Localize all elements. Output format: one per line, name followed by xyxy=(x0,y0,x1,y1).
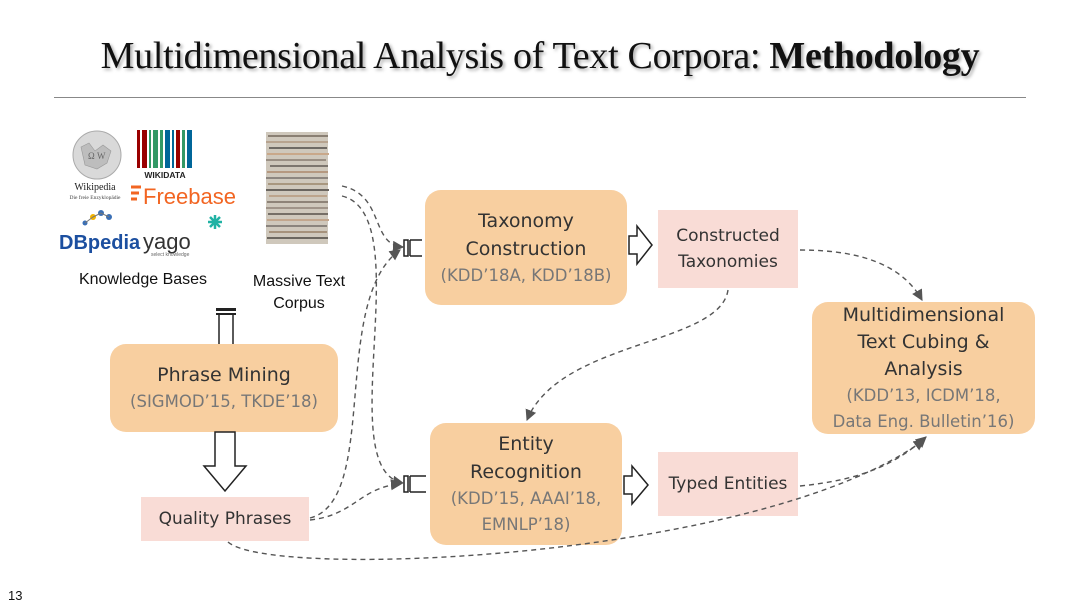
quality-phrases-box: Quality Phrases xyxy=(141,497,309,541)
slide-title: Multidimensional Analysis of Text Corpor… xyxy=(0,34,1080,78)
entity-label-line1: Entity xyxy=(498,433,554,455)
text-cubing-box: Multidimensional Text Cubing & Analysis … xyxy=(812,302,1035,434)
constructed-taxonomies-line1: Constructed xyxy=(676,226,780,246)
entity-citation-line1: (KDD’15, AAAI’18, xyxy=(450,489,602,508)
cubing-citation-line1: (KDD’13, ICDM’18, xyxy=(846,385,1001,405)
phrase-mining-box: Phrase Mining (SIGMOD’15, TKDE’18) xyxy=(110,344,338,432)
cubing-label-line3: Analysis xyxy=(884,357,963,380)
svg-text:Ω W: Ω W xyxy=(88,151,106,161)
entity-input-bracket xyxy=(403,475,426,493)
cubing-citation-line2: Data Eng. Bulletin’16) xyxy=(832,411,1015,431)
quality-phrases-label: Quality Phrases xyxy=(158,509,292,529)
typed-entities-label: Typed Entities xyxy=(668,474,788,494)
quality-to-entity-arrow xyxy=(309,479,403,521)
svg-text:DBpedia: DBpedia xyxy=(59,232,141,254)
title-regular: Multidimensional Analysis of Text Corpor… xyxy=(100,35,770,77)
taxonomy-label-line2: Construction xyxy=(465,237,587,260)
svg-text:Wikipedia: Wikipedia xyxy=(74,182,116,193)
page-number: 13 xyxy=(8,588,23,603)
title-divider xyxy=(54,97,1026,98)
massive-text-corpus-caption: Massive Text Corpus xyxy=(252,273,346,312)
freebase-logo-icon: Freebase xyxy=(131,184,236,209)
knowledge-bases-logos: Ω W Wikipedia Die freie Enzyklopädie WIK… xyxy=(59,130,236,258)
taxonomy-citation: (KDD’18A, KDD’18B) xyxy=(440,265,612,285)
taxonomy-construction-box: Taxonomy Construction (KDD’18A, KDD’18B) xyxy=(425,190,627,305)
taxonomies-to-entity-arrow xyxy=(525,289,729,422)
svg-text:WIKIDATA: WIKIDATA xyxy=(144,170,185,180)
svg-text:yago: yago xyxy=(143,229,191,254)
kb-to-phrase-mining-connector xyxy=(216,308,236,344)
title-bold: Methodology xyxy=(769,35,980,77)
wikipedia-logo-icon: Ω W Wikipedia Die freie Enzyklopädie xyxy=(69,130,122,201)
cubing-label-line1: Multidimensional xyxy=(842,303,1005,326)
constructed-taxonomies-box: Constructed Taxonomies xyxy=(658,210,798,288)
constructed-taxonomies-line2: Taxonomies xyxy=(678,252,778,272)
phrase-mining-to-quality-arrow xyxy=(202,431,248,493)
dbpedia-logo-icon: DBpedia xyxy=(59,210,141,254)
taxonomies-to-cubing-arrow xyxy=(799,249,923,301)
entity-citation-line2: EMNLP’18) xyxy=(481,515,571,534)
corpus-to-taxonomy-arrow xyxy=(341,185,405,252)
entity-label-line2: Recognition xyxy=(470,461,582,483)
svg-text:Die freie Enzyklopädie: Die freie Enzyklopädie xyxy=(69,194,121,201)
svg-text:Freebase: Freebase xyxy=(143,184,236,209)
typed-entities-to-cubing-arrow xyxy=(799,436,927,487)
wikidata-logo-icon: WIKIDATA xyxy=(137,130,192,180)
knowledge-bases-caption: Knowledge Bases xyxy=(78,271,208,288)
cubing-label-line2: Text Cubing & xyxy=(857,330,990,353)
corpus-to-entity-arrow xyxy=(341,195,405,487)
yago-logo-icon: yago select knowledge xyxy=(143,215,222,258)
paper-stack-icon xyxy=(266,132,329,244)
entity-to-output-arrow xyxy=(623,463,649,507)
entity-recognition-box: Entity Recognition (KDD’15, AAAI’18, EMN… xyxy=(430,423,622,545)
taxonomy-to-output-arrow xyxy=(628,223,653,267)
taxonomy-label-line1: Taxonomy xyxy=(478,209,574,232)
phrase-mining-citation: (SIGMOD’15, TKDE’18) xyxy=(130,392,318,411)
phrase-mining-label: Phrase Mining xyxy=(157,364,291,386)
quality-to-cubing-arrow xyxy=(227,439,925,561)
svg-text:select knowledge: select knowledge xyxy=(151,252,190,258)
taxonomy-input-bracket xyxy=(403,239,422,257)
quality-to-taxonomy-arrow xyxy=(309,249,401,519)
